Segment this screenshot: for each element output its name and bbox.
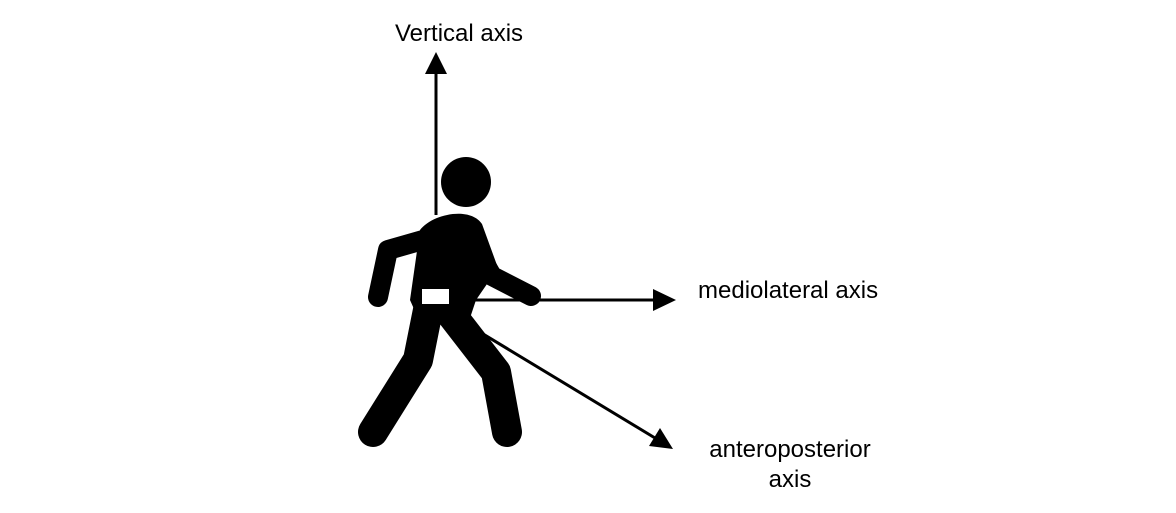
waist-sensor-icon bbox=[422, 289, 449, 304]
vertical-axis-label: Vertical axis bbox=[395, 20, 524, 47]
anteroposterior-axis-label: anteroposterior axis bbox=[694, 435, 886, 495]
figure-head bbox=[441, 157, 491, 207]
anteroposterior-label-line1: anteroposterior bbox=[709, 436, 871, 463]
walking-person-icon bbox=[358, 157, 541, 447]
anteroposterior-axis-arrow bbox=[449, 312, 673, 449]
figure-front-leg bbox=[433, 295, 522, 447]
vertical-axis-arrow bbox=[425, 52, 447, 215]
mediolateral-axis-label: mediolateral axis bbox=[698, 277, 879, 304]
figure-back-leg bbox=[358, 285, 445, 447]
anteroposterior-label-line2: axis bbox=[768, 466, 812, 493]
figure-back-arm bbox=[368, 228, 440, 307]
mediolateral-axis-arrow bbox=[462, 289, 676, 311]
figure-front-arm bbox=[466, 238, 541, 306]
